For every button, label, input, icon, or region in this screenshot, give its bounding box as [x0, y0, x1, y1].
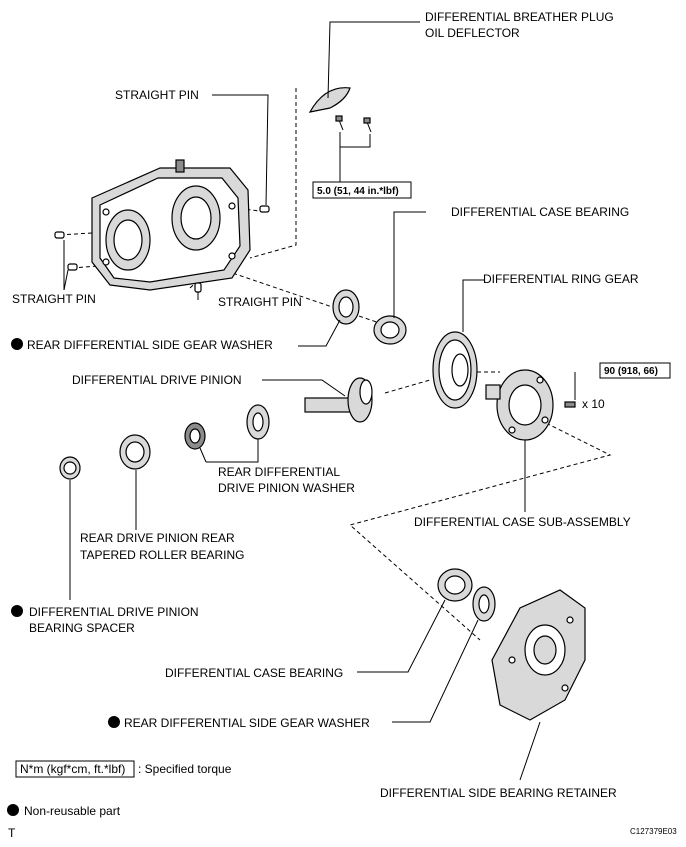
- label-straight-pin-top: STRAIGHT PIN: [115, 88, 199, 102]
- differential-side-bearing-retainer: [491, 589, 586, 721]
- torque-case-bolts: 90 (918, 66): [604, 366, 658, 377]
- rear-differential-side-gear-washer-bottom: [472, 586, 496, 622]
- differential-drive-pinion: [304, 377, 373, 423]
- non-reusable-marker-washer-top: [11, 338, 23, 350]
- legend-non-reusable-marker: [7, 804, 19, 816]
- label-straight-pin-left: STRAIGHT PIN: [12, 292, 96, 306]
- label-ring-gear: DIFFERENTIAL RING GEAR: [483, 272, 639, 286]
- legend-non-reusable-text: Non-reusable part: [24, 804, 121, 818]
- differential-carrier-housing: [91, 159, 251, 291]
- non-reusable-marker-spacer: [11, 605, 23, 617]
- label-breather-plug: DIFFERENTIAL BREATHER PLUG: [425, 10, 614, 24]
- label-case-bearing-top: DIFFERENTIAL CASE BEARING: [451, 205, 629, 219]
- label-straight-pin-bottom: STRAIGHT PIN: [218, 295, 302, 309]
- differential-case-bearing-top: [373, 315, 407, 345]
- footer-left-code: T: [8, 826, 16, 840]
- torque-box-case: [599, 362, 671, 379]
- label-side-gear-washer-bottom: REAR DIFFERENTIAL SIDE GEAR WASHER: [124, 716, 370, 730]
- legend-torque-desc: : Specified torque: [138, 762, 232, 776]
- figure-id: C127379E03: [630, 827, 677, 836]
- torque-box-deflector: [312, 181, 412, 199]
- label-rear-bearing-l1: REAR DRIVE PINION REAR: [80, 531, 235, 545]
- label-rear-bearing-l2: TAPERED ROLLER BEARING: [80, 548, 244, 562]
- oil-deflector: [308, 87, 372, 133]
- label-side-bearing-retainer: DIFFERENTIAL SIDE BEARING RETAINER: [380, 786, 617, 800]
- label-pinion-washer-l2: DRIVE PINION WASHER: [218, 481, 355, 495]
- differential-drive-pinion-bearing-spacer: [59, 456, 81, 480]
- label-case-sub-assembly: DIFFERENTIAL CASE SUB-ASSEMBLY: [414, 515, 631, 529]
- rear-differential-side-gear-washer-top: [332, 289, 360, 325]
- label-spacer-l2: BEARING SPACER: [29, 621, 135, 635]
- differential-case-sub-assembly: [485, 369, 576, 441]
- label-oil-deflector: OIL DEFLECTOR: [425, 26, 520, 40]
- rear-drive-pinion-rear-tapered-roller-bearing: [119, 422, 206, 470]
- legend-torque-box: [15, 760, 135, 778]
- torque-deflector-bolts: 5.0 (51, 44 in.*lbf): [317, 186, 399, 197]
- label-spacer-l1: DIFFERENTIAL DRIVE PINION: [29, 605, 199, 619]
- rear-differential-drive-pinion-washer: [246, 404, 270, 440]
- differential-case-bearing-bottom: [437, 568, 473, 602]
- non-reusable-marker-washer-bottom: [108, 716, 120, 728]
- leader-lines: [63, 21, 576, 781]
- legend-torque-unit: N*m (kgf*cm, ft.*lbf): [20, 762, 125, 776]
- label-side-gear-washer-top: REAR DIFFERENTIAL SIDE GEAR WASHER: [27, 338, 273, 352]
- differential-ring-gear: [432, 331, 478, 409]
- label-drive-pinion: DIFFERENTIAL DRIVE PINION: [72, 373, 242, 387]
- label-pinion-washer-l1: REAR DIFFERENTIAL: [218, 465, 340, 479]
- torque-case-bolts-qty: x 10: [582, 397, 605, 411]
- label-case-bearing-bottom: DIFFERENTIAL CASE BEARING: [165, 666, 343, 680]
